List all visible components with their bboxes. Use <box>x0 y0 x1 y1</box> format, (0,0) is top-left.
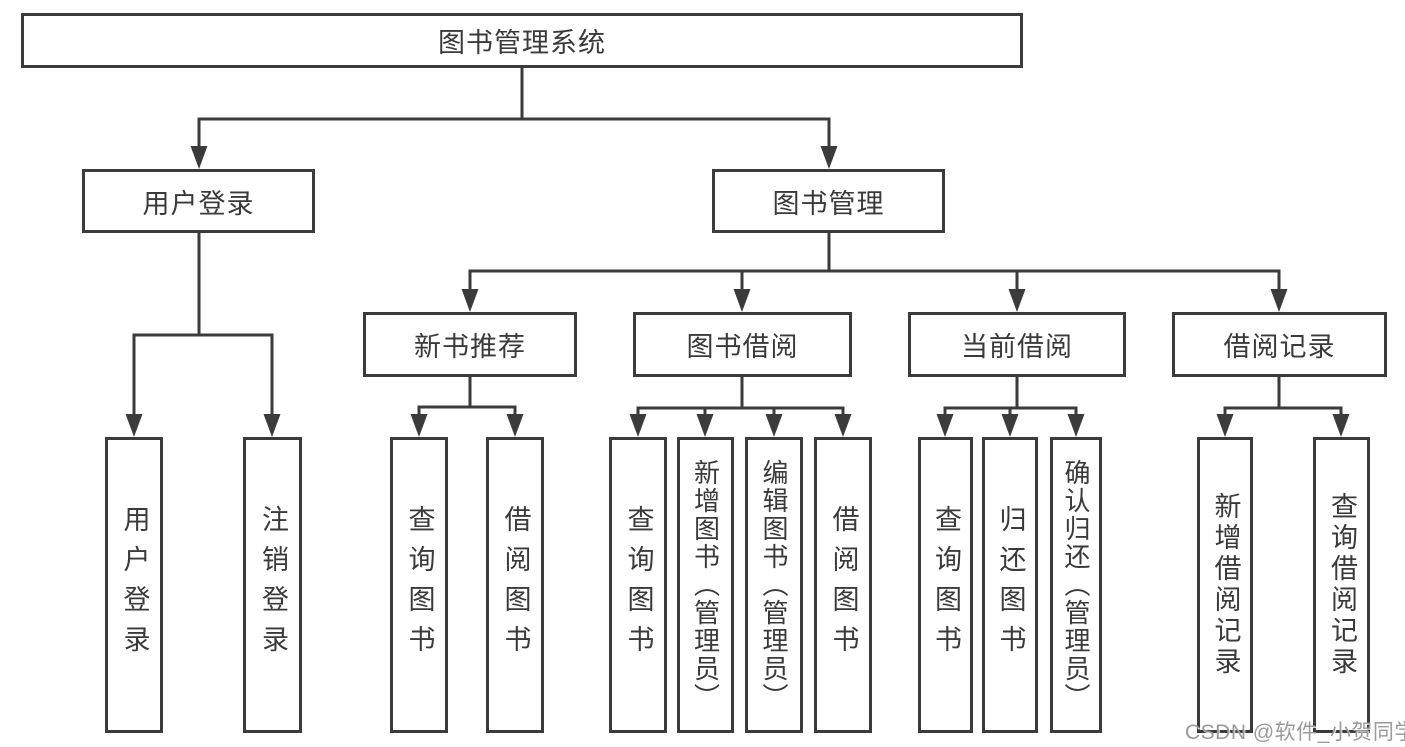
node-new-book-rec-label: 新书推荐 <box>414 332 526 362</box>
leaf-bb-query-book-label: 查询图书 <box>623 505 654 665</box>
leaf-cb-return-book: 归还图书 <box>982 437 1038 733</box>
leaf-bb-borrow-book: 借阅图书 <box>814 437 872 733</box>
leaf-bb-edit-book: 编辑图书（管理员） <box>745 437 803 733</box>
leaf-br-query-record: 查询借阅记录 <box>1313 437 1370 733</box>
leaf-bb-edit-book-label: 编辑图书（管理员） <box>759 459 789 711</box>
node-book-borrow-label: 图书借阅 <box>686 332 799 362</box>
connector-book-mgmt-children <box>461 233 1288 312</box>
leaf-br-add-record: 新增借阅记录 <box>1197 437 1253 733</box>
node-borrow-records: 借阅记录 <box>1172 312 1387 377</box>
leaf-user-login-label: 用户登录 <box>119 505 150 665</box>
leaf-logout-label: 注销登录 <box>258 505 288 665</box>
leaf-cb-return-book-label: 归还图书 <box>995 505 1026 665</box>
csdn-watermark: CSDN @软件_小贺同学 <box>1185 721 1405 744</box>
node-current-borrow: 当前借阅 <box>908 312 1126 377</box>
leaf-rec-borrow-book-label: 借阅图书 <box>500 505 531 665</box>
leaf-cb-confirm-return: 确认归还（管理员） <box>1050 437 1102 733</box>
node-new-book-rec: 新书推荐 <box>363 312 577 377</box>
connector-borrow-records-children <box>1216 377 1350 437</box>
node-book-mgmt-label: 图书管理 <box>772 188 885 219</box>
leaf-br-query-record-label: 查询借阅记录 <box>1327 492 1357 678</box>
leaf-rec-query-book-label: 查询图书 <box>404 505 435 665</box>
node-root-label: 图书管理系统 <box>438 28 606 58</box>
leaf-bb-add-book: 新增图书（管理员） <box>677 437 734 733</box>
node-current-borrow-label: 当前借阅 <box>961 332 1073 362</box>
connector-user-login-children <box>125 233 281 437</box>
leaf-cb-query-book: 查询图书 <box>918 437 973 733</box>
leaf-bb-add-book-label: 新增图书（管理员） <box>690 459 721 711</box>
leaf-rec-borrow-book: 借阅图书 <box>486 437 544 733</box>
node-user-login: 用户登录 <box>82 169 315 233</box>
node-book-borrow: 图书借阅 <box>633 312 852 377</box>
leaf-br-add-record-label: 新增借阅记录 <box>1210 492 1241 678</box>
node-book-mgmt: 图书管理 <box>712 169 945 233</box>
node-user-login-label: 用户登录 <box>142 188 255 219</box>
leaf-bb-borrow-book-label: 借阅图书 <box>828 505 859 665</box>
connector-root-to-level2 <box>190 67 838 169</box>
leaf-logout: 注销登录 <box>243 437 302 733</box>
leaf-rec-query-book: 查询图书 <box>390 437 448 733</box>
node-root: 图书管理系统 <box>21 13 1023 68</box>
connector-new-book-rec-children <box>410 377 524 437</box>
leaf-user-login: 用户登录 <box>105 437 163 733</box>
leaf-cb-confirm-return-label: 确认归还（管理员） <box>1061 459 1091 711</box>
leaf-bb-query-book: 查询图书 <box>609 437 667 733</box>
node-borrow-records-label: 借阅记录 <box>1223 332 1336 362</box>
connector-book-borrow-children <box>629 377 852 437</box>
leaf-cb-query-book-label: 查询图书 <box>931 505 961 665</box>
connector-current-borrow-children <box>936 377 1085 437</box>
